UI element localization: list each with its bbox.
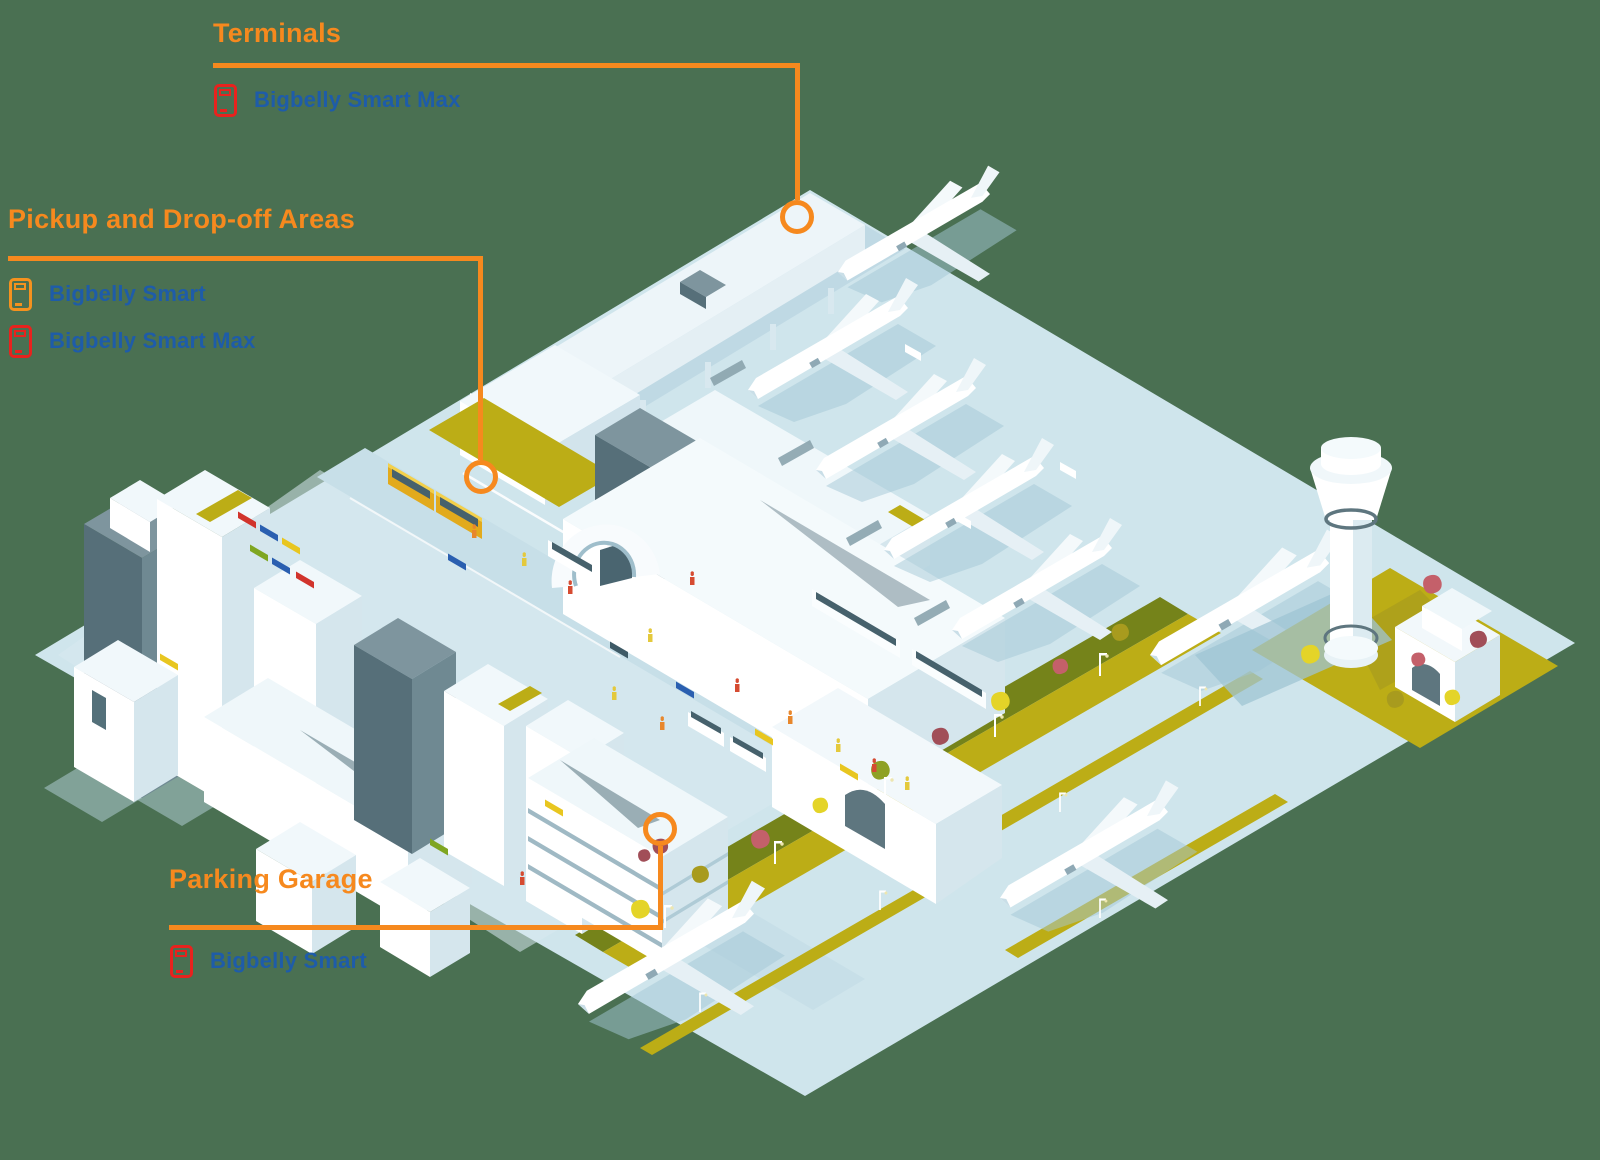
terminals-product-label: Bigbelly Smart Max [254, 87, 461, 112]
pickup-product-label-smart: Bigbelly Smart [49, 281, 206, 306]
bigbelly-smart-max-bin-icon [9, 324, 32, 358]
shuttle-bus [388, 463, 482, 539]
vehicles [160, 463, 986, 856]
pickup-connector-vertical [478, 256, 483, 460]
jet-bridges [710, 360, 950, 626]
city-buildings [44, 470, 728, 977]
parking-connector-horizontal [169, 925, 663, 930]
terminals-connector-vertical [795, 63, 800, 200]
terminals-connector-horizontal [213, 63, 800, 68]
terminals-marker-circle [780, 200, 814, 234]
pickup-dropoff-title: Pickup and Drop-off Areas [8, 204, 356, 234]
pickup-connector-horizontal [8, 256, 483, 261]
parking-garage-building [528, 738, 728, 965]
terminal-building [429, 193, 1005, 904]
bigbelly-smart-max-bin-icon [214, 83, 237, 117]
terminals-title: Terminals [213, 18, 342, 48]
airplanes [578, 165, 1361, 1040]
parking-marker-circle [643, 812, 677, 846]
pickup-product-label-smart-max: Bigbelly Smart Max [49, 328, 256, 353]
parking-connector-vertical [658, 846, 663, 930]
parking-product-label: Bigbelly Smart [210, 948, 367, 973]
control-tower [1195, 437, 1558, 748]
bigbelly-smart-bin-icon [170, 944, 193, 978]
pickup-marker-circle [464, 460, 498, 494]
parking-garage-title: Parking Garage [169, 864, 373, 894]
bigbelly-smart-bin-icon [9, 277, 32, 311]
